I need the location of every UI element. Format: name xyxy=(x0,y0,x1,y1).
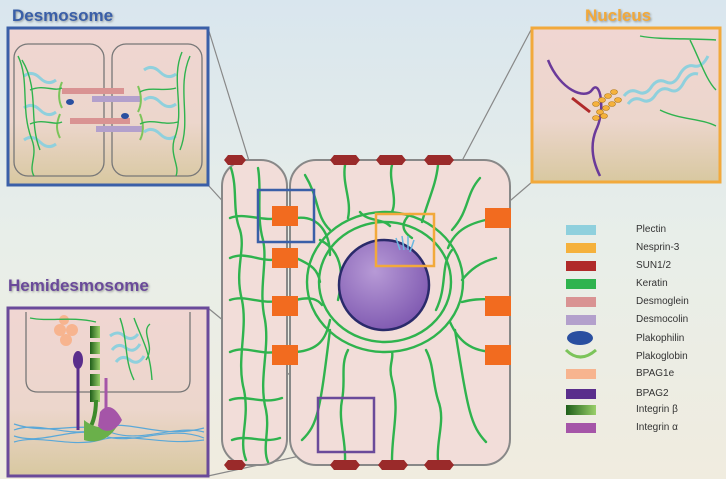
legend-label-desmocolin: Desmocolin xyxy=(636,314,689,325)
legend-label-bpag1e: BPAG1e xyxy=(636,368,675,379)
legend-swatch-integrin-beta xyxy=(566,405,596,415)
nucleus-inset xyxy=(530,26,722,184)
legend xyxy=(564,225,597,433)
legend-swatch-bpag1e xyxy=(566,369,596,379)
legend-label-keratin: Keratin xyxy=(636,278,668,289)
zoom-box-hemidesmosome xyxy=(316,396,376,454)
legend-swatch-sun12 xyxy=(566,261,596,271)
hemidesmosome-title: Hemidesmosome xyxy=(8,276,149,295)
main-cells xyxy=(221,155,511,470)
legend-label-plakoglobin: Plakoglobin xyxy=(636,351,688,362)
nucleus-title: Nucleus xyxy=(585,6,652,25)
legend-label-plakophilin: Plakophilin xyxy=(636,333,685,344)
desmosome-inset xyxy=(6,26,210,187)
legend-swatch-desmoglein xyxy=(566,297,596,307)
legend-swatch-plectin xyxy=(566,225,596,235)
keratin-network xyxy=(228,163,498,464)
legend-swatch-bpag2 xyxy=(566,389,596,399)
hemidesmosome-inset xyxy=(6,306,210,478)
legend-swatch-desmocolin xyxy=(566,315,596,325)
zoom-box-desmosome xyxy=(256,188,316,244)
legend-label-integrin-alpha: Integrin α xyxy=(636,422,678,433)
legend-label-integrin-beta: Integrin β xyxy=(636,404,678,415)
legend-label-bpag2: BPAG2 xyxy=(636,388,669,399)
zoom-box-nucleus xyxy=(374,212,436,268)
legend-label-sun12: SUN1/2 xyxy=(636,260,672,271)
legend-label-nesprin3: Nesprin-3 xyxy=(636,242,680,253)
legend-swatch-plakophilin xyxy=(567,331,593,345)
desmosome-plaques xyxy=(272,206,511,365)
legend-label-desmoglein: Desmoglein xyxy=(636,296,689,307)
nucleus-body xyxy=(337,238,431,332)
legend-swatch-nesprin3 xyxy=(566,243,596,253)
legend-swatch-keratin xyxy=(566,279,596,289)
legend-swatch-plakoglobin xyxy=(564,348,597,359)
legend-swatch-integrin-alpha xyxy=(566,423,596,433)
legend-label-plectin: Plectin xyxy=(636,224,667,235)
hemidesmosome-plaques xyxy=(224,155,454,470)
desmosome-title: Desmosome xyxy=(12,6,114,25)
